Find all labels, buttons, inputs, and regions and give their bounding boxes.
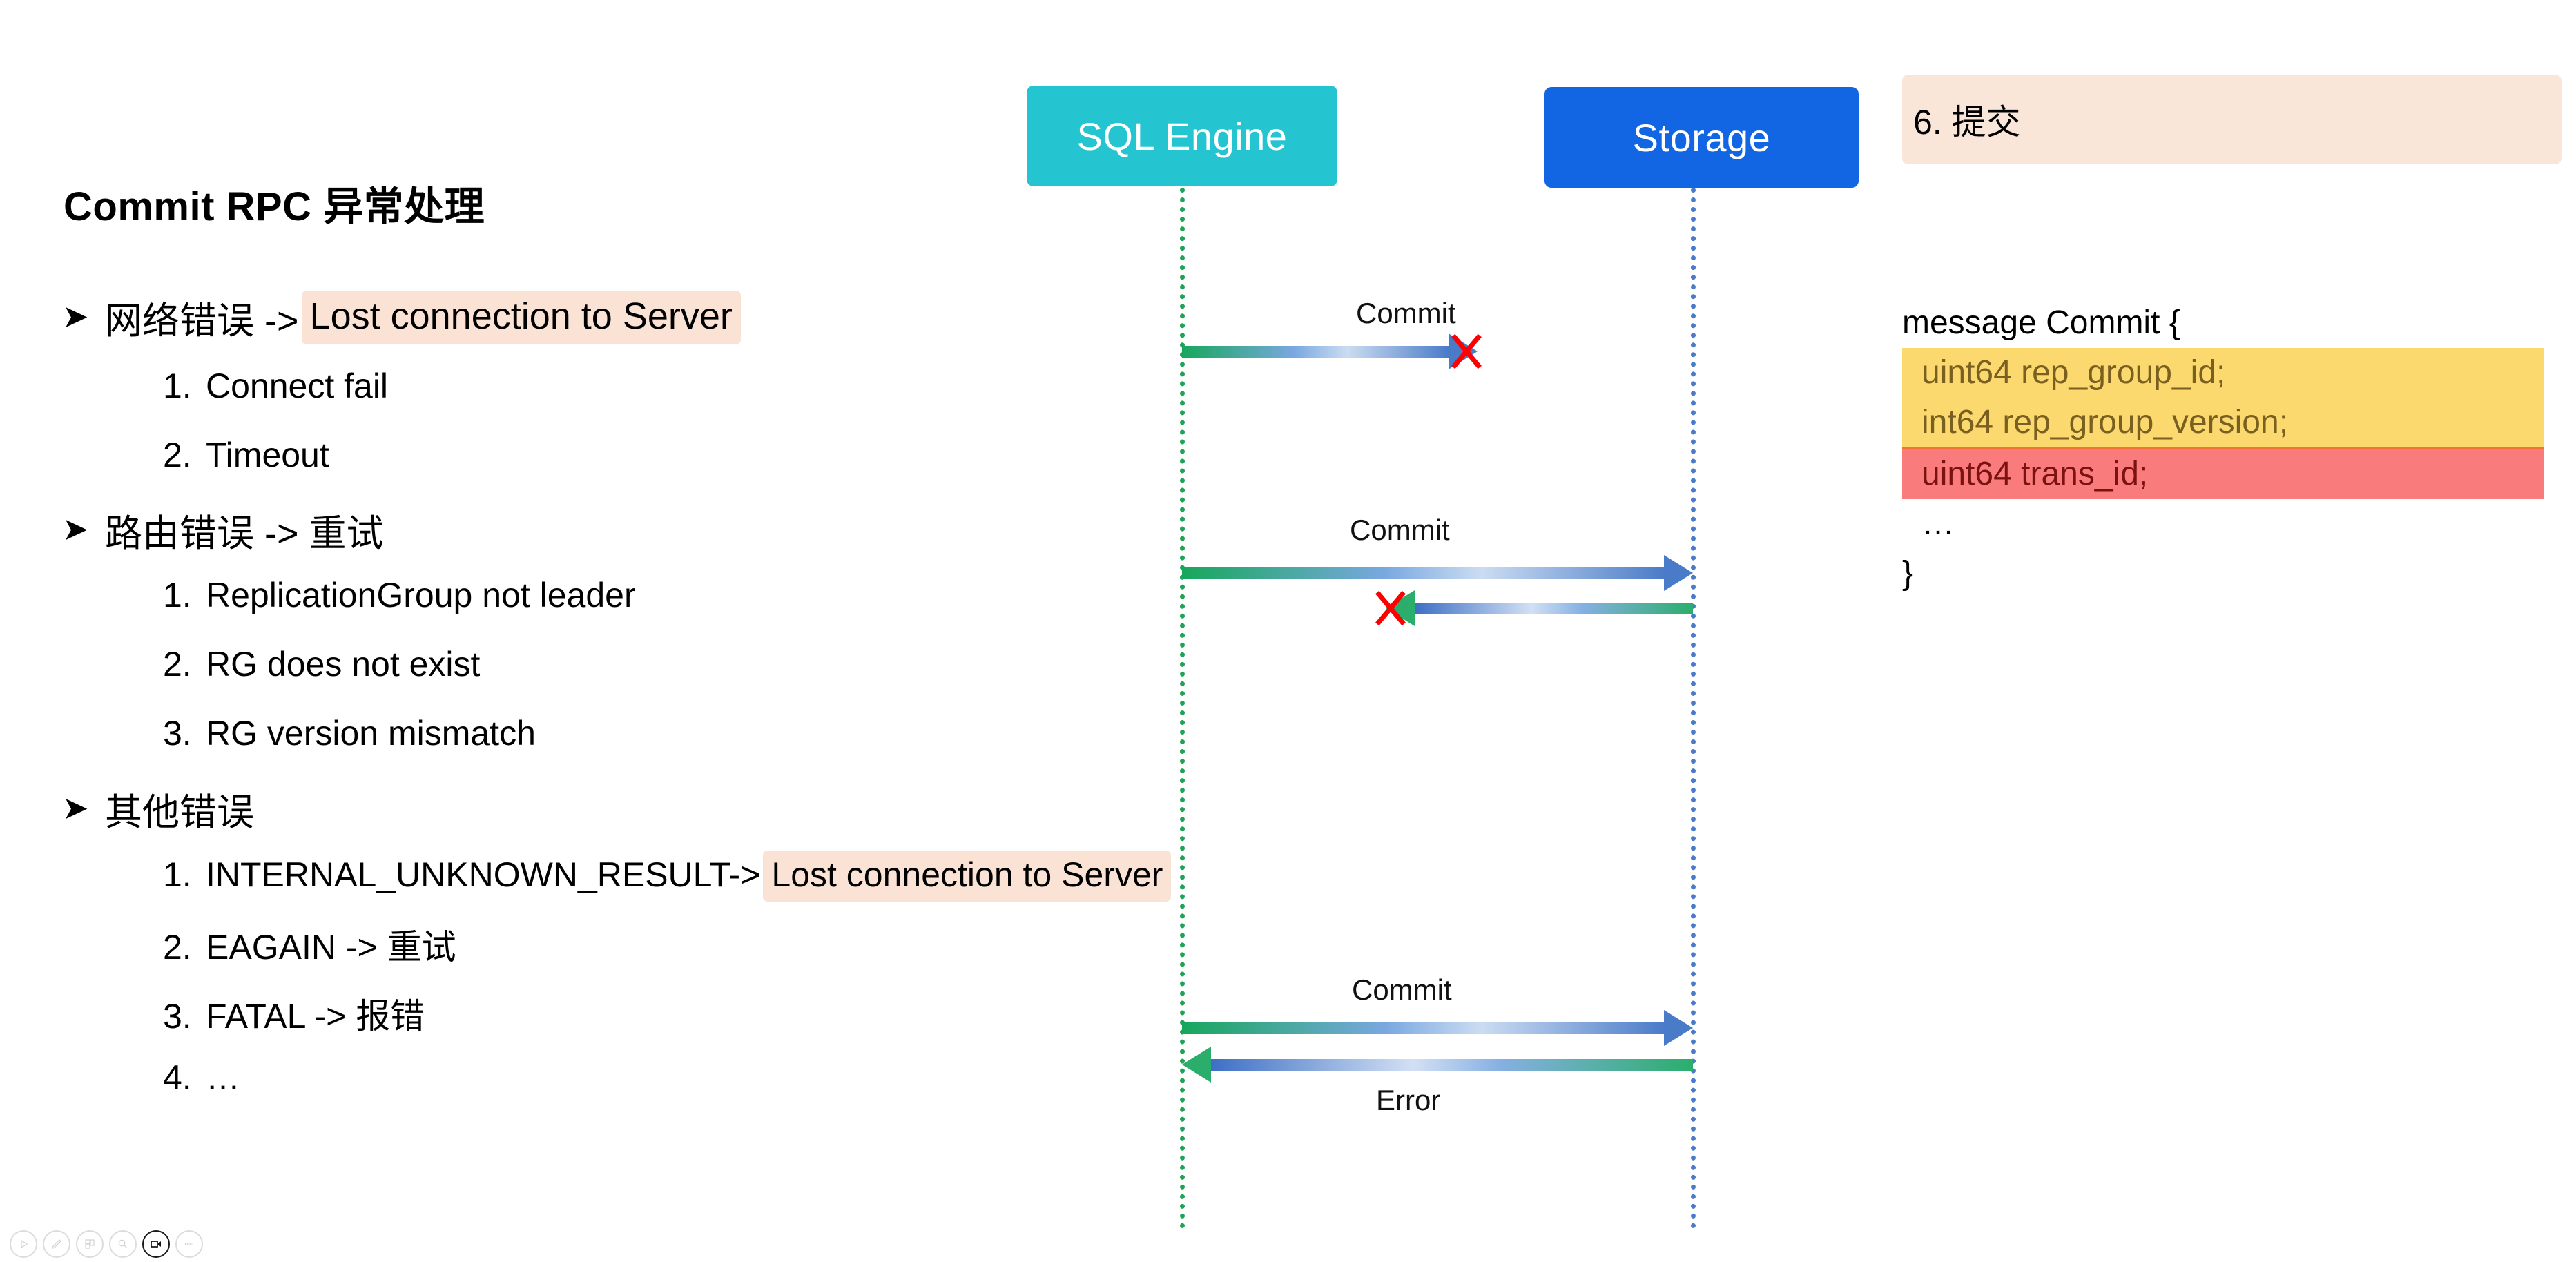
arrowhead-right-1 [1449,333,1478,369]
message-label-commit-3: Commit [1352,973,1452,1006]
list-item: 1. ReplicationGroup not leader [163,575,636,615]
list-number: 3. [163,714,192,753]
page-title: Commit RPC 异常处理 [64,184,485,229]
bullet-text: 路由错误 -> 重试 [105,513,384,554]
presenter-toolbar[interactable] [10,1230,203,1258]
bullet-arrow-icon: ➤ [62,298,89,334]
failure-x-icon-2 [1370,588,1411,629]
code-line-3: uint64 trans_id; [1902,447,2544,499]
arrowhead-left-1 [1386,590,1415,626]
list-number: 4. [163,1058,192,1097]
layout-icon[interactable] [76,1230,104,1258]
bullet-text: 其他错误 [105,792,254,833]
list-item-label: RG version mismatch [206,714,536,753]
list-number: 2. [163,436,192,474]
list-item: 2. Timeout [163,435,329,475]
message-label-commit-2: Commit [1350,514,1450,546]
code-line-1: uint64 rep_group_id; [1902,348,2544,398]
highlight-lost-connection: Lost connection to Server [301,290,741,344]
message-label-error: Error [1376,1084,1441,1116]
list-item: 1. INTERNAL_UNKNOWN_RESULT-> Lost connec… [163,851,1172,902]
list-number: 1. [163,855,192,894]
code-line-5: } [1902,555,1914,592]
bullet-item-other-error: ➤ 其他错误 [62,782,254,836]
lifeline-storage [1691,188,1696,1229]
message-arrow-commit-3 [1182,1022,1665,1034]
message-label-commit-1: Commit [1356,297,1456,329]
list-item-label: FATAL -> 报错 [206,997,425,1036]
list-item: 3. RG version mismatch [163,713,536,753]
list-item-label: Timeout [206,436,329,474]
list-item: 2. RG does not exist [163,644,480,684]
message-arrow-commit-2 [1182,567,1665,579]
list-item-label: Connect fail [206,367,389,405]
pen-icon[interactable] [43,1230,70,1258]
step-header-badge: 6. 提交 [1902,75,2562,164]
bullet-item-network-error: ➤ 网络错误 -> Lost connection to Server [62,290,741,344]
bullet-text: 网络错误 -> [105,300,299,342]
left-content-panel: Commit RPC 异常处理 ➤ 网络错误 -> Lost connectio… [0,0,1172,1262]
right-detail-panel: 6. 提交 message Commit { uint64 rep_group_… [1902,0,2576,1262]
arrowhead-left-2 [1182,1047,1211,1083]
list-item: 2. EAGAIN -> 重试 [163,920,456,969]
code-line-2: int64 rep_group_version; [1902,398,2544,447]
code-line-0: message Commit { [1902,304,2180,341]
list-item: 1. Connect fail [163,366,388,406]
arrowhead-right-3 [1664,1010,1693,1046]
more-ellipsis-icon[interactable] [175,1230,203,1258]
lane-header-storage: Storage [1544,87,1859,188]
lane-header-sql-engine: SQL Engine [1027,86,1337,186]
list-item-label: EAGAIN -> 重试 [206,928,456,967]
lifeline-sql-engine [1180,188,1185,1229]
list-item-label: RG does not exist [206,645,481,683]
list-item-label: … [206,1058,242,1097]
bullet-arrow-icon: ➤ [62,789,89,826]
search-icon[interactable] [109,1230,137,1258]
message-arrow-error [1211,1059,1693,1071]
message-arrow-commit-1 [1182,346,1449,358]
list-number: 1. [163,576,192,614]
bullet-arrow-icon: ➤ [62,510,89,547]
play-icon[interactable] [10,1230,37,1258]
list-item: 4. … [163,1058,242,1098]
video-camera-icon[interactable] [142,1230,170,1258]
list-item: 3. FATAL -> 报错 [163,989,425,1038]
code-line-4: … [1921,505,1955,542]
list-number: 3. [163,997,192,1036]
highlight-lost-connection-2: Lost connection to Server [763,851,1172,902]
list-item-label: ReplicationGroup not leader [206,576,636,614]
list-item-label: INTERNAL_UNKNOWN_RESULT-> [206,855,761,894]
list-number: 2. [163,928,192,967]
code-block-commit-message: message Commit { uint64 rep_group_id; in… [1902,298,2544,599]
bullet-item-routing-error: ➤ 路由错误 -> 重试 [62,503,384,557]
failure-x-icon-1 [1446,331,1487,372]
arrowhead-right-2 [1664,555,1693,591]
list-number: 2. [163,645,192,683]
message-arrow-return-failed [1415,603,1693,614]
list-number: 1. [163,367,192,405]
